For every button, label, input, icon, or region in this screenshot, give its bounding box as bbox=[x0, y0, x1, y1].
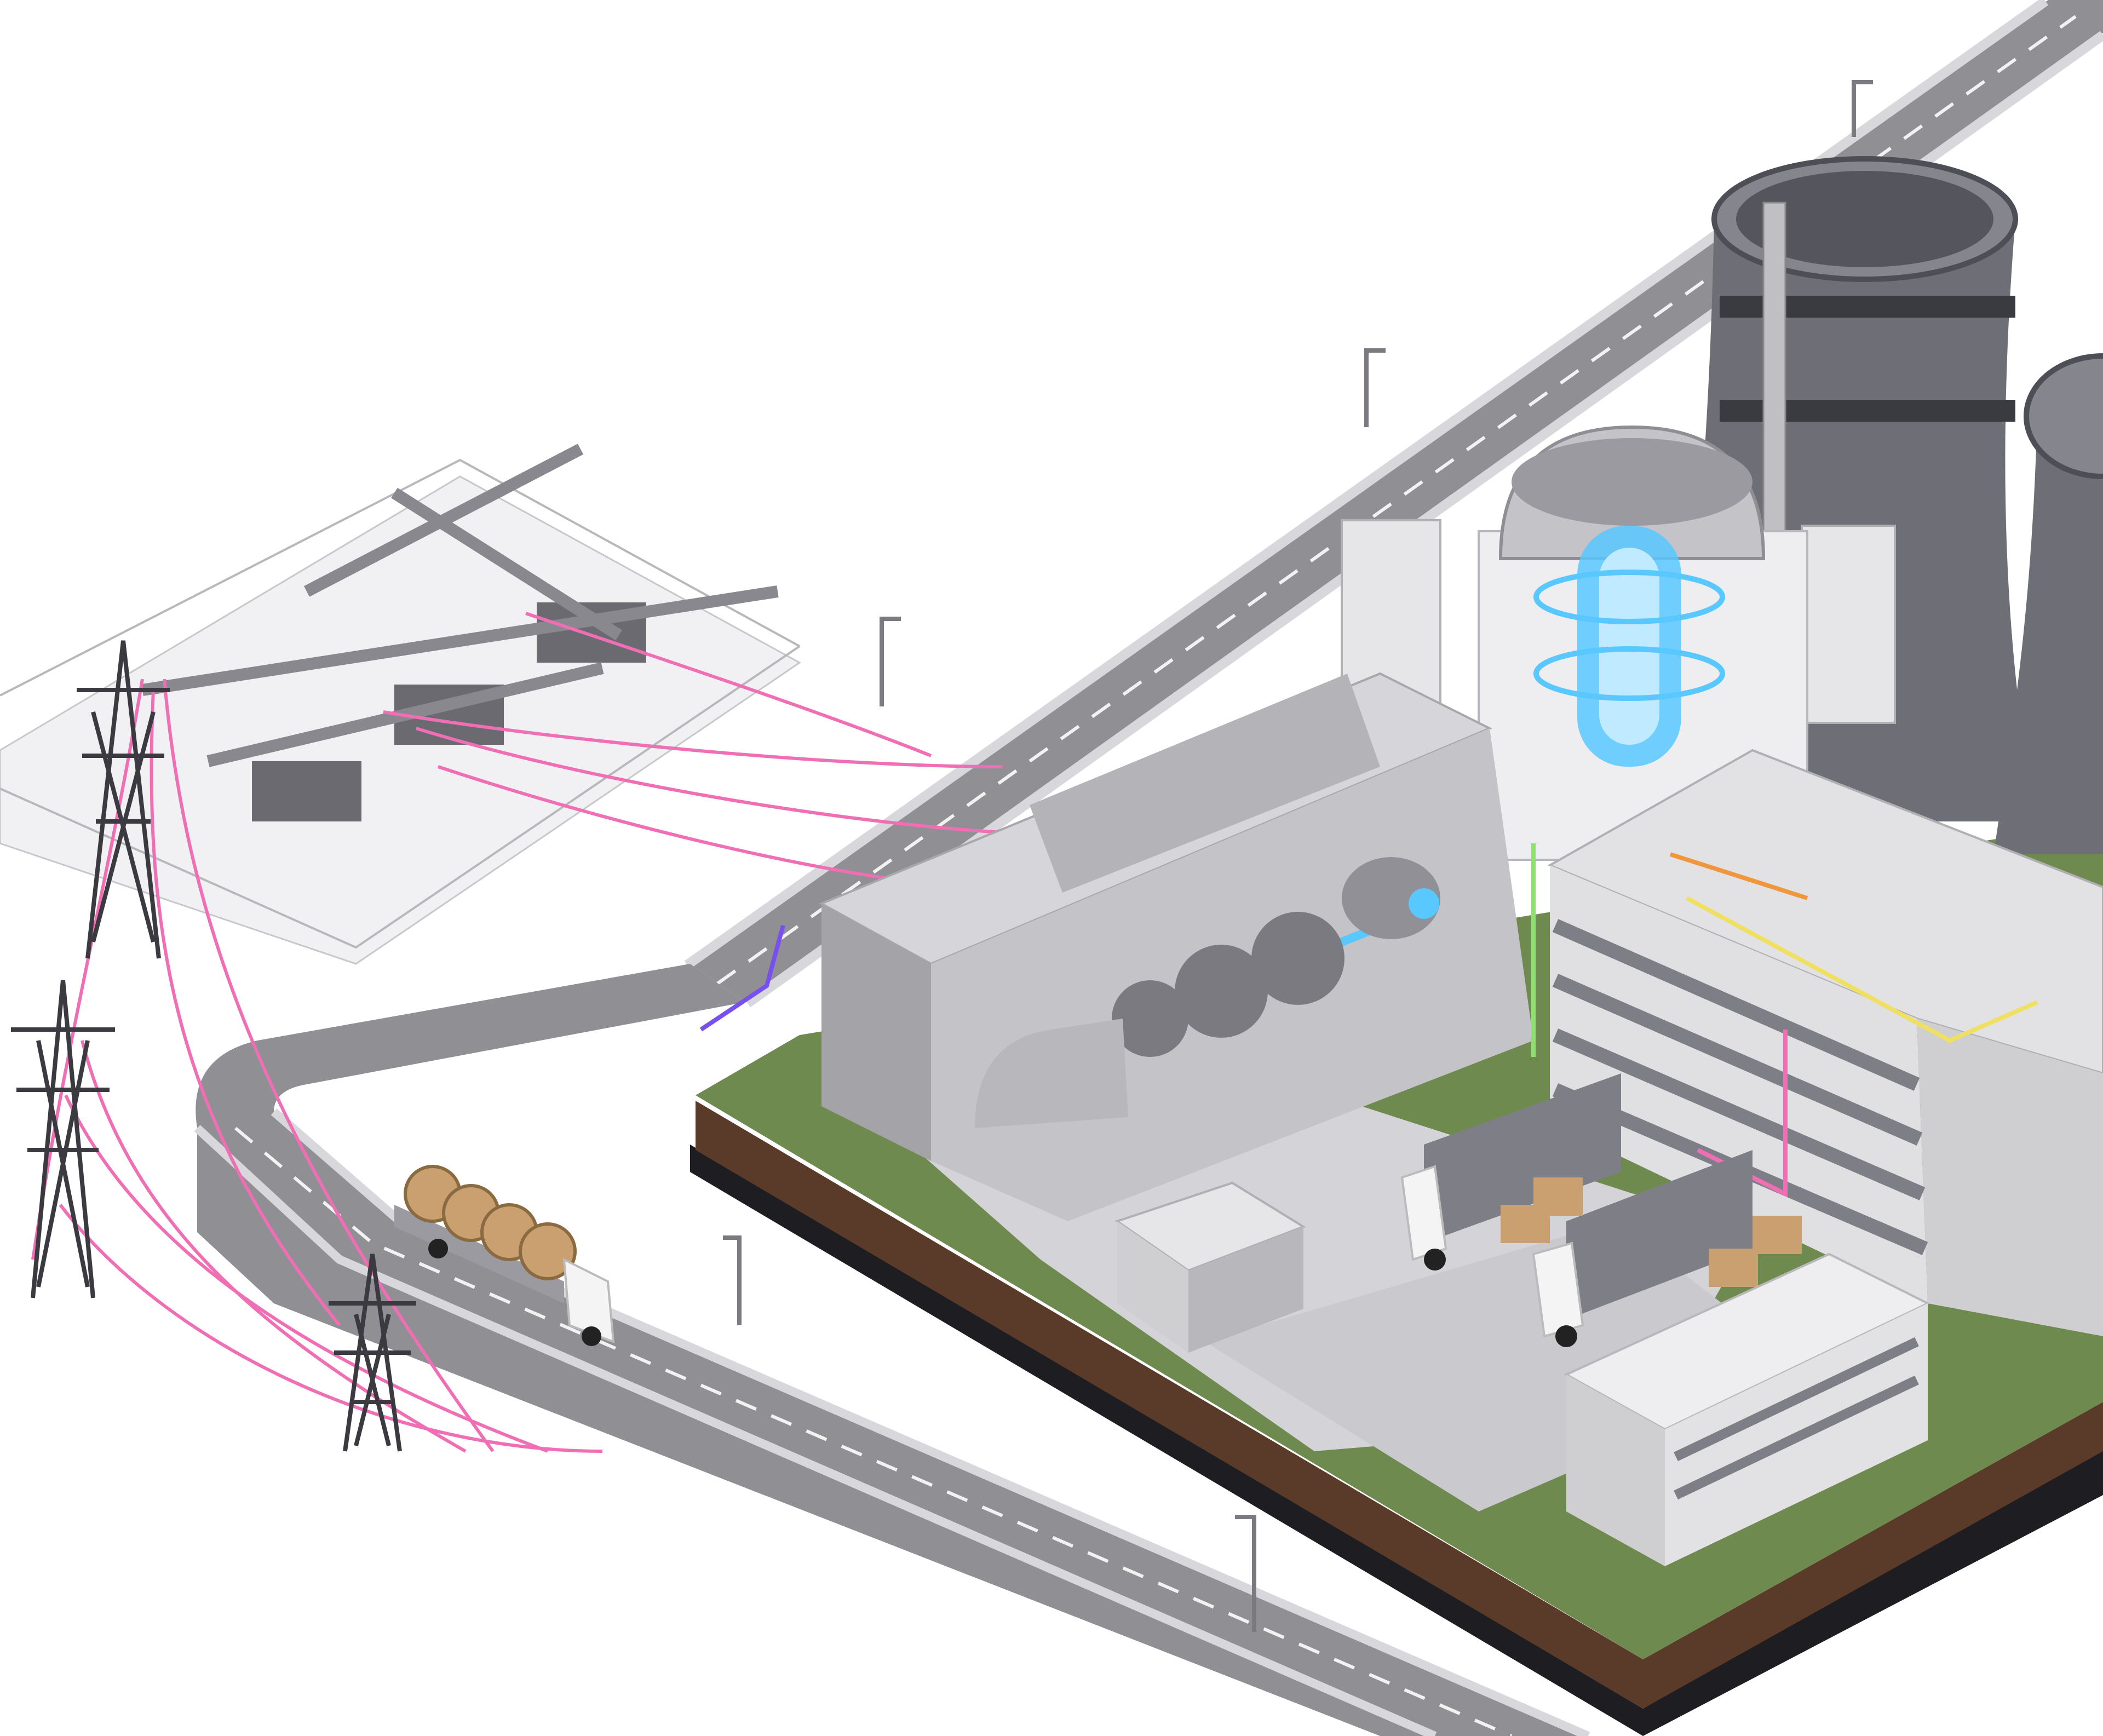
turbine-rotor-icon bbox=[1251, 912, 1344, 1005]
chimney bbox=[1762, 202, 1786, 587]
transmission-pylons bbox=[11, 640, 416, 1452]
control-wall-left bbox=[1550, 865, 1928, 1303]
truck-icon bbox=[1532, 1150, 1752, 1347]
street-lamp-icon bbox=[723, 1235, 742, 1325]
truck-trailer-bed bbox=[394, 1205, 564, 1303]
window-band bbox=[1674, 1337, 1919, 1462]
window-band bbox=[1674, 1375, 1919, 1500]
office-building bbox=[1564, 1252, 1930, 1566]
wheel-icon bbox=[428, 1239, 448, 1258]
turbine-hall-upper-roof bbox=[1030, 674, 1380, 893]
cable-yellow bbox=[1686, 896, 2038, 1043]
turbine-rotor-icon bbox=[1175, 945, 1268, 1038]
gantry-beam bbox=[391, 487, 622, 641]
cooling-tower-icon bbox=[1993, 353, 2103, 854]
turbine-hall bbox=[819, 672, 1533, 1221]
generator-housing bbox=[975, 1019, 1128, 1128]
office-wall-left bbox=[1566, 1375, 1665, 1566]
containment-rim bbox=[1512, 438, 1752, 526]
truck-cab bbox=[562, 1257, 615, 1343]
transformer-unit bbox=[252, 761, 361, 821]
road-bottom-edge-outer bbox=[194, 1125, 1437, 1736]
condenser-port bbox=[1409, 888, 1439, 919]
yard-concrete-front bbox=[1205, 1221, 1807, 1511]
turbine-hall-wall-left bbox=[821, 904, 931, 1161]
truck-icon bbox=[1400, 1073, 1621, 1271]
reactor-ring bbox=[1533, 570, 1725, 624]
turbine-rotor-icon bbox=[1112, 980, 1188, 1057]
reactor-block-right bbox=[1801, 525, 1896, 724]
window-band bbox=[1552, 1028, 1926, 1200]
street-lamp-icon bbox=[880, 617, 901, 706]
cable-orange bbox=[1669, 852, 1808, 900]
substation-fence bbox=[0, 458, 800, 697]
wheel-icon bbox=[582, 1326, 601, 1346]
cable-purple bbox=[699, 924, 785, 1032]
street-lamp-icon bbox=[1852, 80, 1873, 137]
crate-icon bbox=[1533, 1177, 1583, 1216]
street-lamp-icon bbox=[1364, 348, 1386, 427]
condenser-unit bbox=[1342, 857, 1440, 939]
window-band bbox=[1552, 919, 1920, 1091]
cable-truck bbox=[394, 1165, 615, 1346]
gantry-beam bbox=[141, 585, 779, 696]
street-lamp-icon bbox=[1235, 1515, 1256, 1632]
cable-reel-icon bbox=[519, 1222, 577, 1280]
street-lamps bbox=[723, 80, 1873, 1632]
window-band bbox=[1552, 974, 1923, 1146]
road-bottom-diagonal-main bbox=[197, 1112, 1588, 1736]
pylon-icon bbox=[77, 640, 170, 959]
crate-icon bbox=[1709, 1249, 1758, 1287]
pylon-icon bbox=[329, 1254, 416, 1452]
crate-icon bbox=[1752, 1216, 1802, 1254]
pylon-icon bbox=[11, 980, 115, 1298]
control-wall-right bbox=[1917, 1019, 2103, 1336]
control-building bbox=[699, 749, 2103, 1336]
yard-trucks bbox=[1400, 1073, 1802, 1347]
reactor-ring bbox=[1533, 646, 1725, 701]
road-bottom-centerline bbox=[234, 1126, 1513, 1736]
gatehouse bbox=[1114, 1181, 1306, 1353]
